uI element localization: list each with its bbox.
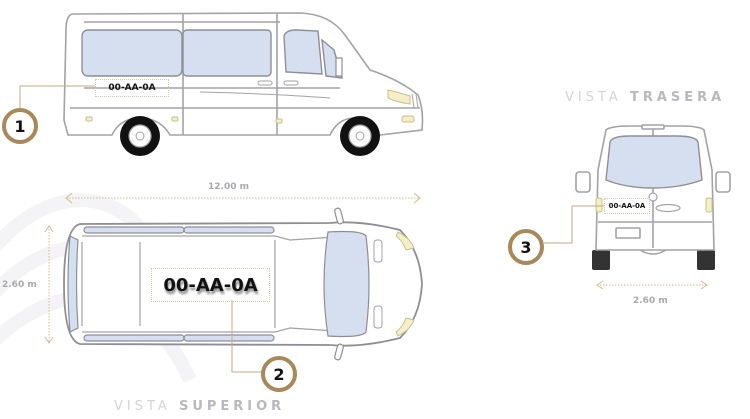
top-view-title-bold: SUPERIOR xyxy=(178,399,286,414)
top-width-label: 2.60 m xyxy=(2,280,37,290)
marker-1: 1 xyxy=(2,108,38,144)
marker-2: 2 xyxy=(261,356,297,392)
rear-view-title-light: VISTA xyxy=(565,90,622,105)
top-length-label: 12.00 m xyxy=(208,182,249,192)
rear-view-title: VISTA TRASERA xyxy=(565,90,725,105)
marker-3: 3 xyxy=(508,229,544,265)
top-view-plate: 00-AA-0A xyxy=(151,268,270,302)
rear-width-label: 2.60 m xyxy=(633,296,668,306)
rear-view-plate: 00-AA-0A xyxy=(604,198,650,214)
top-view-title: VISTA SUPERIOR xyxy=(114,399,285,414)
rear-view-title-bold: TRASERA xyxy=(629,90,726,105)
top-view-title-light: VISTA xyxy=(114,399,171,414)
side-view-plate: 00-AA-0A xyxy=(95,79,169,97)
